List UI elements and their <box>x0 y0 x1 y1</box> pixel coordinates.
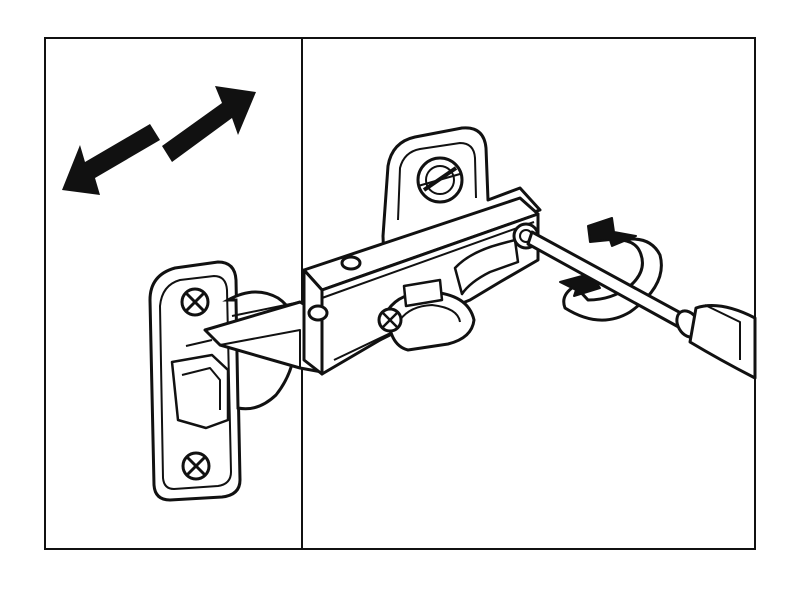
hinge-clip-tab <box>381 126 542 264</box>
screw-icon <box>181 451 211 481</box>
double-arrow-icon <box>62 86 256 195</box>
mounting-plate <box>148 260 242 502</box>
screw-icon <box>340 255 362 271</box>
screw-icon <box>307 304 329 322</box>
screw-icon <box>180 287 210 317</box>
screwdriver-icon <box>526 230 757 380</box>
hinge-body <box>302 196 540 376</box>
screw-icon <box>377 307 403 333</box>
